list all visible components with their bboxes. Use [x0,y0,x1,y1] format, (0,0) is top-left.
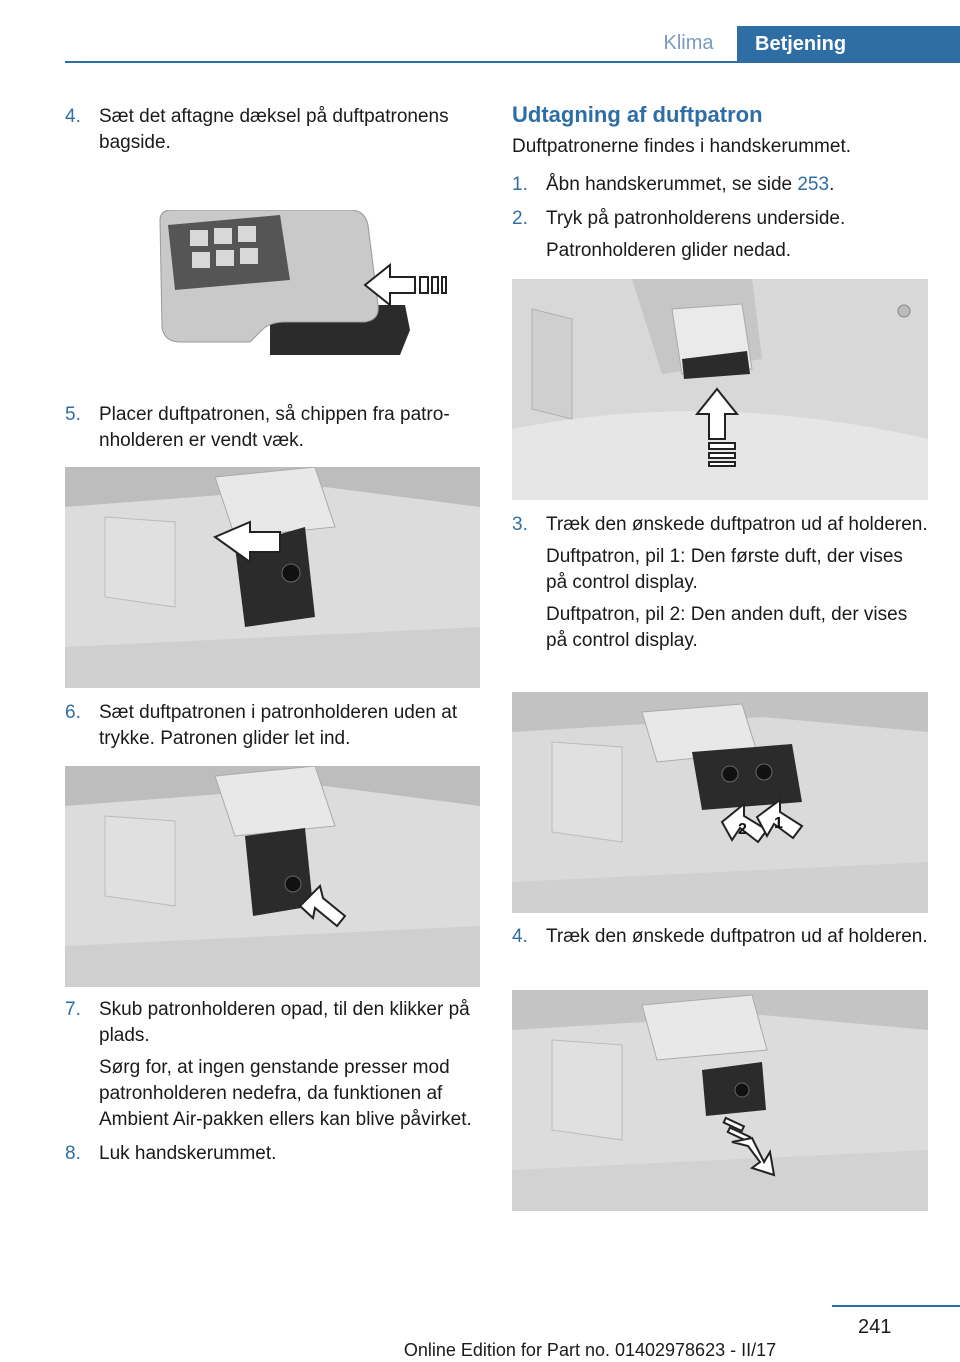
footer-rule [832,1305,960,1307]
header-tab-klima[interactable]: Klima [663,32,714,54]
left-step-5: 5. Placer duftpatronen, så chippen fra p… [65,402,480,454]
header-tab-betjening[interactable]: Betjening [737,26,960,62]
step-number: 8. [65,1143,81,1164]
left-step-7-8-block: 7. Skub patronholderen opad, til den kli… [65,997,480,1167]
left-step-8: 8. Luk handskerummet. [65,1141,480,1167]
section-intro: Duftpatronerne findes i handskerummet. [512,136,852,157]
section-title: Udtagning af duftpatron [512,102,763,127]
step-text: Sæt det aftagne dæksel på duftpatronens … [99,106,449,153]
right-step-3-note-1: Duftpatron, pil 1: Den første duft, der … [546,546,903,593]
right-step-1: 1. Åbn handskerummet, se side 253. [512,172,928,198]
step-text-before: Åbn handskerummet, se side [546,174,798,195]
left-step-6-block: 6. Sæt duftpatronen i patronholderen ude… [65,700,480,752]
step-number: 1. [512,174,528,195]
footer-edition: Online Edition for Part no. 01402978623 … [0,1340,960,1361]
step-text: Luk handskerummet. [99,1143,277,1164]
figure-cartridge-cover [150,210,460,360]
header-rule [65,61,960,63]
right-step-3-block: 3. Træk den ønskede duftpatron ud af hol… [512,512,928,654]
right-step-4: 4. Træk den ønskede duftpatron ud af hol… [512,924,928,950]
figure-insert-cartridge [65,766,480,987]
right-step-2: 2. Tryk på patronholderens underside. [512,206,928,232]
right-column: Udtagning af duftpatron Duftpatronerne f… [512,100,928,264]
figure-pull-cartridge-arrows: 2 1 [512,692,928,913]
step-text: Sæt duftpatronen i patronholderen uden a… [99,702,458,749]
step-number: 7. [65,999,81,1020]
footer-edition-text: Online Edition for Part no. 01402978623 … [403,1340,777,1360]
left-step-6: 6. Sæt duftpatronen i patronholderen ude… [65,700,480,752]
page-number: 241 [858,1316,892,1338]
left-step-5-block: 5. Placer duftpatronen, så chippen fra p… [65,402,480,454]
step-number: 5. [65,404,81,425]
left-step-4: 4. Sæt det aftagne dæksel på duftpatrone… [65,104,480,156]
page-link-253[interactable]: 253 [797,174,830,195]
figure-pull-out-cartridge [512,990,928,1211]
step-number: 6. [65,702,81,723]
step-text: Skub patronholderen opad, til den klikke… [99,999,470,1046]
step-text: Placer duftpatronen, så chippen fra patr… [99,404,450,451]
step-text: Træk den ønskede duftpatron ud af holde­… [546,514,928,535]
arrow-label-2: 2 [738,821,747,838]
step-number: 4. [512,926,528,947]
left-step-7-note: Sørg for, at ingen genstande presser mod… [99,1057,472,1130]
left-step-7: 7. Skub patronholderen opad, til den kli… [65,997,480,1049]
right-step-4-block: 4. Træk den ønskede duftpatron ud af hol… [512,924,928,950]
right-step-3-note-2: Duftpatron, pil 2: Den anden duft, der v… [546,604,908,651]
step-number: 3. [512,514,528,535]
step-number: 4. [65,106,81,127]
step-text-after: . [829,174,835,195]
step-number: 2. [512,208,528,229]
arrow-label-1: 1 [774,815,783,832]
right-step-2-note: Patronholderen glider nedad. [546,240,792,261]
figure-press-holder [512,279,928,500]
step-text: Åbn handskerummet, se side 253. [546,172,928,198]
figure-place-cartridge [65,467,480,688]
left-column: 4. Sæt det aftagne dæksel på duftpatrone… [65,100,480,156]
right-step-3: 3. Træk den ønskede duftpatron ud af hol… [512,512,928,538]
step-text: Tryk på patronholderens underside. [546,208,846,229]
step-text: Træk den ønskede duftpatron ud af holde­… [546,926,928,947]
